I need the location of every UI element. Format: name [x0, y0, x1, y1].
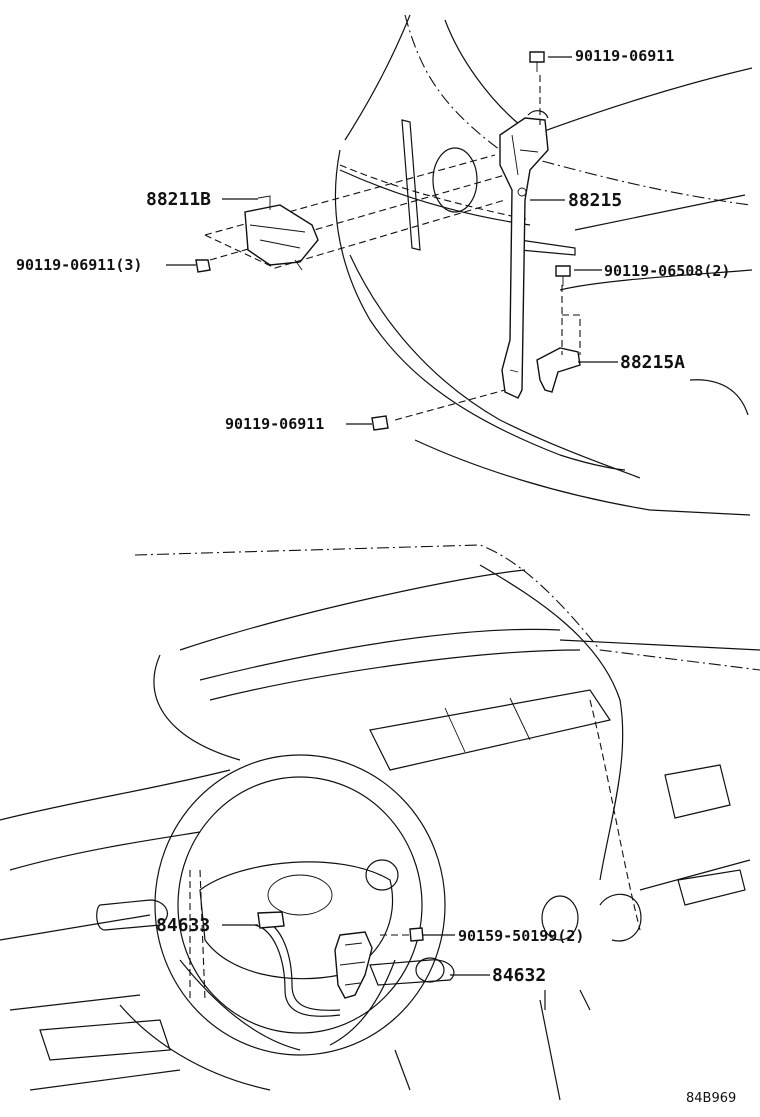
callout-switch-left: 84633 — [156, 915, 211, 936]
callout-bracket-a: 88215A — [620, 352, 686, 373]
diagram-id-label: 84B969 — [686, 1091, 737, 1106]
callout-sensor: 88211B — [146, 189, 212, 210]
callout-switch-right: 84632 — [492, 965, 547, 986]
upper-leader-lines — [166, 56, 618, 425]
dashboard-linework — [0, 544, 760, 1101]
callout-screw: 90159-50199(2) — [458, 927, 585, 945]
windshield-area-linework — [195, 14, 753, 516]
callout-bolt-left: 90119-06911(3) — [16, 256, 143, 274]
callout-bolt-right: 90119-06508(2) — [604, 262, 731, 280]
callout-bolt-top: 90119-06911 — [575, 47, 675, 65]
callout-bracket: 88215 — [568, 190, 623, 211]
lower-leader-lines — [222, 924, 546, 1010]
callout-bolt-bottom: 90119-06911 — [225, 415, 325, 433]
